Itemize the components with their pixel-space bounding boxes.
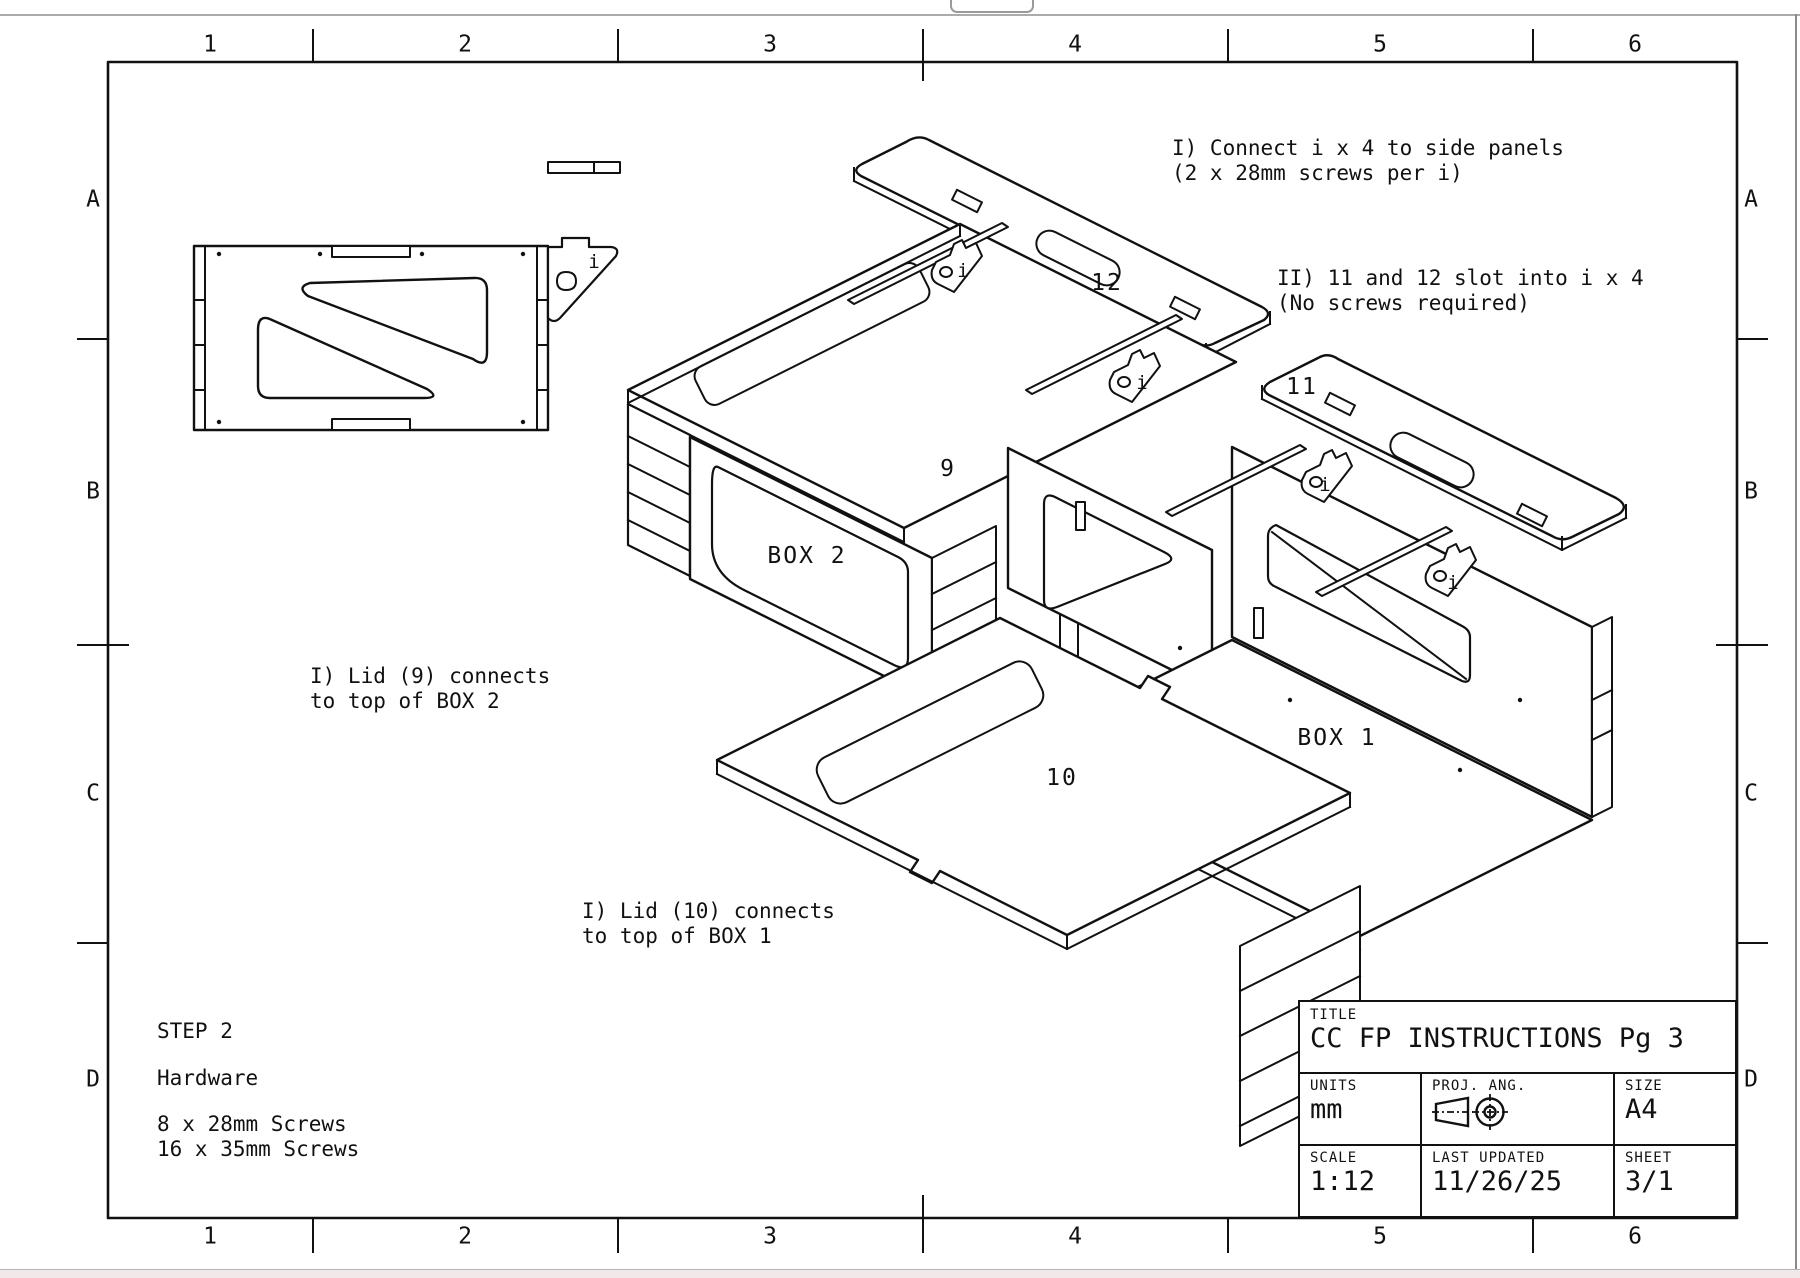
- corner-brackets: [930, 239, 1477, 597]
- note-lid9-line2: to top of BOX 2: [310, 689, 500, 713]
- note-lid10: I) Lid (10) connects to top of BOX 1: [582, 899, 835, 949]
- zone-col-6-bottom: 6: [1628, 1223, 1642, 1250]
- zone-col-3-bottom: 3: [763, 1223, 777, 1250]
- size-value: A4: [1625, 1094, 1658, 1125]
- hardware-item-1: 8 x 28mm Screws: [157, 1112, 347, 1136]
- units-value: mm: [1310, 1094, 1343, 1125]
- zone-row-b-right: B: [1744, 478, 1758, 505]
- zone-row-d-right: D: [1744, 1066, 1758, 1093]
- label-bracket-i-4: i: [1447, 572, 1459, 594]
- last-updated-cell: LAST UPDATED 11/26/25: [1420, 1146, 1615, 1216]
- zone-col-1-top: 1: [203, 31, 217, 58]
- zone-col-6-top: 6: [1628, 31, 1642, 58]
- note-connect-line2: (2 x 28mm screws per i): [1172, 161, 1463, 185]
- label-part-12: 12: [1091, 270, 1123, 296]
- label-box-1: BOX 1: [1297, 725, 1377, 751]
- projection-angle-cell: PROJ. ANG.: [1420, 1074, 1615, 1144]
- scale-cell: SCALE 1:12: [1300, 1146, 1420, 1216]
- note-slot-line1: II) 11 and 12 slot into i x 4: [1277, 266, 1644, 290]
- title-label: TITLE: [1310, 1007, 1358, 1023]
- note-lid10-line1: I) Lid (10) connects: [582, 899, 835, 923]
- note-connect: I) Connect i x 4 to side panels (2 x 28m…: [1172, 136, 1564, 186]
- projection-angle-label: PROJ. ANG.: [1432, 1078, 1527, 1094]
- box2-and-lid9: [626, 222, 1238, 706]
- size-label: SIZE: [1625, 1078, 1663, 1094]
- note-lid9-line1: I) Lid (9) connects: [310, 664, 551, 688]
- size-cell: SIZE A4: [1615, 1074, 1735, 1144]
- hardware-list: 8 x 28mm Screws 16 x 35mm Screws: [157, 1112, 359, 1162]
- zone-row-a-left: A: [86, 186, 100, 213]
- scale-label: SCALE: [1310, 1150, 1358, 1166]
- hardware-item-2: 16 x 35mm Screws: [157, 1137, 360, 1161]
- label-part-11: 11: [1286, 374, 1318, 400]
- zone-col-2-bottom: 2: [458, 1223, 472, 1250]
- title-block-title-cell: TITLE CC FP INSTRUCTIONS Pg 3: [1300, 1002, 1735, 1072]
- label-bracket-i-1: i: [957, 260, 969, 282]
- sheet-value: 3/1: [1625, 1166, 1674, 1197]
- label-part-10: 10: [1046, 765, 1078, 791]
- label-part-9: 9: [940, 456, 956, 482]
- scale-value: 1:12: [1310, 1166, 1376, 1197]
- zone-col-4-top: 4: [1068, 31, 1082, 58]
- label-bracket-i-3: i: [1319, 474, 1331, 496]
- zone-row-d-left: D: [86, 1066, 100, 1093]
- label-box-2: BOX 2: [767, 543, 847, 569]
- zone-col-3-top: 3: [763, 31, 777, 58]
- zone-col-4-bottom: 4: [1068, 1223, 1082, 1250]
- part-11-plank: [1260, 354, 1628, 551]
- step-title: STEP 2: [157, 1019, 233, 1043]
- label-bracket-i-2: i: [1136, 372, 1148, 394]
- note-slot-line2: (No screws required): [1277, 291, 1530, 315]
- zone-col-1-bottom: 1: [203, 1223, 217, 1250]
- right-scroll-edge[interactable]: [1795, 14, 1797, 1270]
- bottom-scrollbar-track[interactable]: [0, 1269, 1800, 1278]
- zone-row-a-right: A: [1744, 186, 1758, 213]
- zone-col-5-bottom: 5: [1373, 1223, 1387, 1250]
- note-lid10-line2: to top of BOX 1: [582, 924, 772, 948]
- connector-rails: [847, 222, 1453, 597]
- hardware-heading: Hardware: [157, 1066, 259, 1090]
- zone-col-2-top: 2: [458, 31, 472, 58]
- units-label: UNITS: [1310, 1078, 1358, 1094]
- label-bracket-i-flat: i: [588, 251, 600, 273]
- floating-control-fragment[interactable]: [950, 0, 1034, 13]
- last-updated-label: LAST UPDATED: [1432, 1150, 1546, 1166]
- sheet-cell: SHEET 3/1: [1615, 1146, 1735, 1216]
- units-cell: UNITS mm: [1300, 1074, 1420, 1144]
- note-lid9: I) Lid (9) connects to top of BOX 2: [310, 664, 550, 714]
- sheet-frame: [77, 29, 1768, 1253]
- third-angle-projection-icon: [1432, 1094, 1508, 1130]
- chrome-divider: [0, 14, 1800, 16]
- zone-row-b-left: B: [86, 478, 100, 505]
- lid10: [715, 616, 1352, 950]
- sheet-label: SHEET: [1625, 1150, 1673, 1166]
- side-panel-flat-view: [192, 161, 621, 432]
- zone-row-c-left: C: [86, 780, 100, 807]
- zone-col-5-top: 5: [1373, 31, 1387, 58]
- zone-row-c-right: C: [1744, 780, 1758, 807]
- part-12-plank: [852, 136, 1272, 358]
- title-value: CC FP INSTRUCTIONS Pg 3: [1310, 1023, 1684, 1054]
- last-updated-value: 11/26/25: [1432, 1166, 1563, 1197]
- note-connect-line1: I) Connect i x 4 to side panels: [1172, 136, 1564, 160]
- note-slot: II) 11 and 12 slot into i x 4 (No screws…: [1277, 266, 1644, 316]
- title-block: TITLE CC FP INSTRUCTIONS Pg 3 UNITS mm P…: [1298, 1000, 1737, 1218]
